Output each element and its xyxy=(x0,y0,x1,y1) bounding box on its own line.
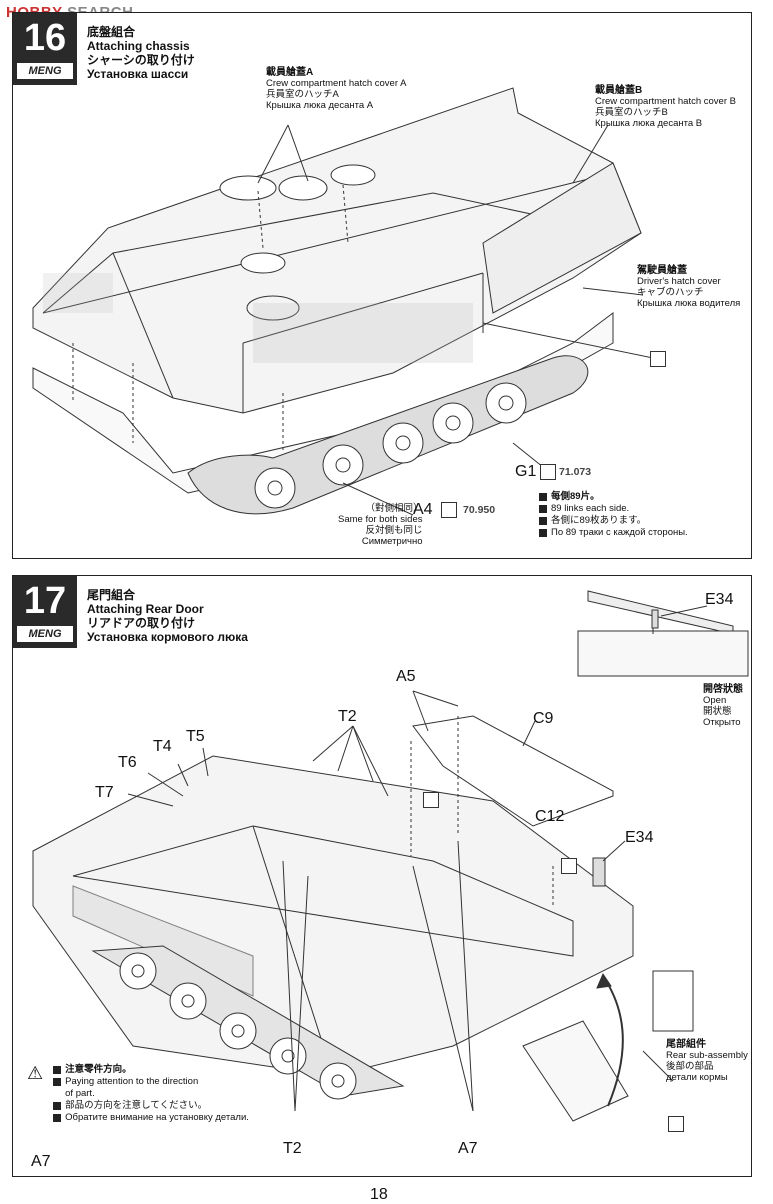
part-t2-bottom: T2 xyxy=(283,1140,302,1157)
book-icon xyxy=(539,505,547,513)
step-number: 17 xyxy=(23,580,67,622)
part-t7: T7 xyxy=(95,784,114,801)
book-icon xyxy=(539,493,547,501)
chassis-diagram xyxy=(32,87,654,516)
paint-code-a4: 70.950 xyxy=(463,504,496,516)
part-t5: T5 xyxy=(186,728,205,745)
hatch-a-label: 載員艙蓋A Crew compartment hatch cover A 兵員室… xyxy=(266,67,407,111)
paint-brush-icon xyxy=(540,464,556,480)
meng-logo: MENG xyxy=(17,63,73,79)
rear-subassembly-label: 尾部組件 Rear sub-assembly 後部の部品 детали корм… xyxy=(666,1039,748,1083)
part-t4: T4 xyxy=(153,738,172,755)
direction-arrows-icon xyxy=(561,858,577,874)
meng-logo: MENG xyxy=(17,626,73,642)
rear-door-diagram xyxy=(32,590,749,1122)
step-number-badge: 17 MENG xyxy=(13,576,77,648)
paint-code-g1: 71.073 xyxy=(559,466,592,478)
part-t2: T2 xyxy=(338,708,357,725)
step-16-panel: 16 MENG 底盤組合 Attaching chassis シャーシの取り付け… xyxy=(12,12,752,559)
warning-icon: ⚠ xyxy=(27,1063,44,1083)
part-e34-inset: E34 xyxy=(705,591,734,608)
part-t6: T6 xyxy=(118,754,137,771)
book-icon xyxy=(53,1066,62,1074)
book-icon xyxy=(53,1078,62,1086)
paint-brush-icon xyxy=(441,502,457,518)
no-glue-icon xyxy=(423,792,439,808)
book-icon xyxy=(539,529,547,537)
page-number: 18 xyxy=(370,1186,388,1203)
step-number: 16 xyxy=(23,17,67,59)
part-a7-detail: A7 xyxy=(31,1153,51,1170)
book-icon xyxy=(539,517,547,525)
glue-icon xyxy=(650,351,666,367)
driver-hatch-label: 駕駛員艙蓋 Driver's hatch cover キャブのハッチ Крышк… xyxy=(637,265,741,309)
step-17-panel: 17 MENG 尾門組合 Attaching Rear Door リアドアの取り… xyxy=(12,575,752,1177)
attention-note: ⚠ 注意零件方向。 Paying attention to the direct… xyxy=(27,1063,249,1123)
part-g1: G1 xyxy=(515,463,537,480)
part-a7: A7 xyxy=(458,1140,478,1157)
part-a5: A5 xyxy=(396,668,416,685)
step-title: 尾門組合 Attaching Rear Door リアドアの取り付け Устан… xyxy=(87,588,248,644)
book-icon xyxy=(53,1114,62,1122)
book-icon xyxy=(53,1102,62,1110)
part-c12: C12 xyxy=(535,808,565,825)
step-number-badge: 16 MENG xyxy=(13,13,77,85)
part-e34: E34 xyxy=(625,829,654,846)
symmetric-label: （對側相同） Same for both sides 反対側も同じ Симмет… xyxy=(338,503,423,547)
no-glue-icon xyxy=(668,1116,684,1132)
track-links-note: 每側89片。 89 links each side. 各側に89枚あります。 П… xyxy=(539,491,688,539)
part-a4: A4 xyxy=(413,501,433,518)
hatch-b-label: 載員艙蓋B Crew compartment hatch cover B 兵員室… xyxy=(595,85,736,129)
part-c9: C9 xyxy=(533,710,554,727)
open-state-label: 開啓狀態 Open 開状態 Открыто xyxy=(703,684,743,728)
step-title: 底盤組合 Attaching chassis シャーシの取り付け Установ… xyxy=(87,25,195,81)
